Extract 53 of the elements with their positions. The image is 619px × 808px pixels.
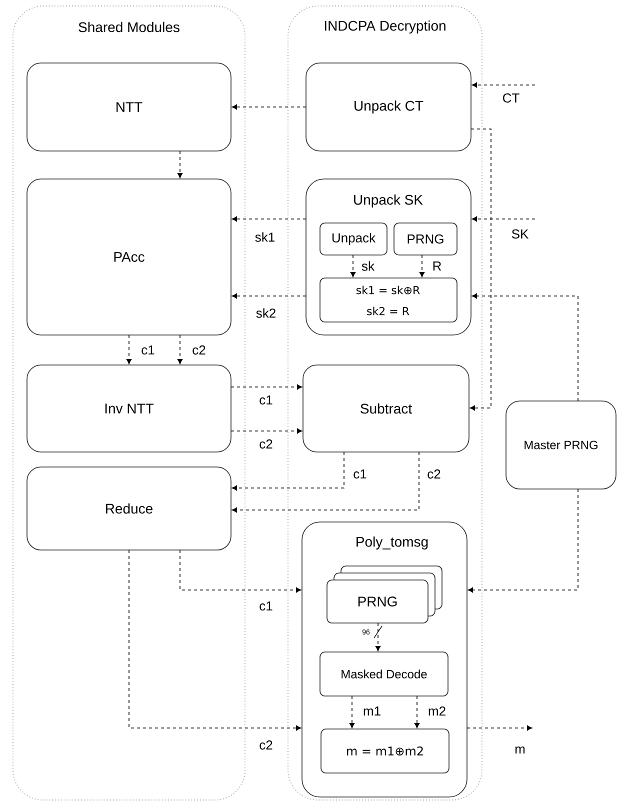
edge-label: m2 <box>428 706 446 716</box>
edge-label: c2 <box>260 439 272 449</box>
stacked-box: PRNG <box>326 566 442 624</box>
arrow <box>468 488 578 593</box>
process-box: Masked Decode <box>320 652 448 696</box>
edge-label: m <box>515 746 525 754</box>
arrow <box>230 384 302 390</box>
arrow <box>177 150 183 178</box>
edge-label: c1 <box>142 345 154 355</box>
process-box: PRNG <box>394 222 458 256</box>
arrow <box>230 428 302 434</box>
arrow <box>375 622 381 652</box>
arrow <box>349 696 355 728</box>
arrow <box>232 216 306 222</box>
arrow <box>126 334 132 364</box>
edge-label: c1 <box>260 395 272 405</box>
process-box: Unpack CT <box>306 62 472 152</box>
edge-label: c2 <box>428 469 440 479</box>
arrow <box>232 452 344 491</box>
edge-label: m1 <box>364 706 380 716</box>
process-box: Unpack <box>320 222 388 256</box>
arrow <box>472 293 578 402</box>
edge-label: SK <box>512 229 529 239</box>
process-box: Subtract <box>302 364 470 452</box>
arrow <box>232 452 420 513</box>
edge-label: c1 <box>354 469 366 479</box>
arrow <box>128 550 302 731</box>
arrow <box>232 104 306 110</box>
process-box: Master PRNG <box>506 400 616 490</box>
process-box: PAcc <box>26 178 232 336</box>
process-box: NTT <box>26 62 232 152</box>
formula-box: sk1 = sk⊕R sk2 = R <box>320 278 458 322</box>
arrow <box>470 128 492 411</box>
edge-label: CT <box>503 93 520 103</box>
arrow <box>466 725 532 731</box>
arrow <box>419 254 425 278</box>
edge-label: c1 <box>260 601 272 611</box>
arrow <box>232 293 306 299</box>
edge-label: c2 <box>260 740 272 750</box>
arrow <box>414 696 420 728</box>
process-box: Reduce <box>26 466 232 550</box>
formula-box: m = m1⊕m2 <box>320 728 450 774</box>
edge-label: R <box>433 262 442 270</box>
process-box: Inv NTT <box>26 364 232 452</box>
arrow <box>472 82 536 88</box>
edge-label: c2 <box>192 345 206 355</box>
edge-label: sk1 <box>255 232 274 242</box>
edge-label: sk2 <box>256 308 276 318</box>
arrow <box>472 216 536 222</box>
edge-label: sk <box>362 261 375 271</box>
arrow <box>350 254 356 278</box>
arrow <box>180 550 302 593</box>
arrow <box>177 334 183 364</box>
